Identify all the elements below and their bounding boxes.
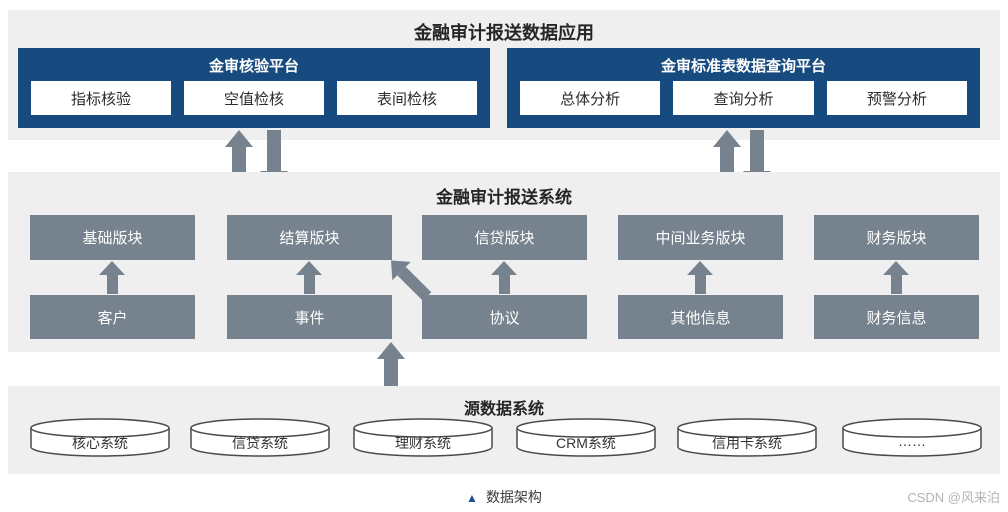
query-module-row: 总体分析 查询分析 预警分析 xyxy=(520,81,967,115)
database-cylinder-wealth: 理财系统 xyxy=(353,417,493,459)
arrow-shaft xyxy=(303,275,315,294)
module-box-settlement: 结算版块 xyxy=(227,215,392,260)
data-box-event: 事件 xyxy=(227,295,392,339)
source-data-title: 源数据系统 xyxy=(463,401,544,418)
arrow-shaft xyxy=(750,130,764,171)
arrow-shaft xyxy=(106,275,118,294)
cylinder-label: 信贷系统 xyxy=(232,435,288,451)
arrow-shaft xyxy=(498,275,510,294)
arrow-head xyxy=(296,261,322,275)
query-platform-panel: 金审标准表数据查询平台 总体分析 查询分析 预警分析 xyxy=(507,48,980,128)
arrow-head xyxy=(377,342,405,359)
module-box-intermediate: 中间业务版块 xyxy=(618,215,783,260)
arrow-head xyxy=(713,130,741,147)
module-chip-indicator-check: 指标核验 xyxy=(31,81,171,115)
arrow-head xyxy=(225,130,253,147)
diagram-caption: ▲ 数据架构 xyxy=(0,487,1008,507)
cylinder-icon xyxy=(516,418,656,457)
cylinder-label: 核心系统 xyxy=(72,435,128,451)
module-box-credit: 信贷版块 xyxy=(422,215,587,260)
arrow-shaft xyxy=(267,130,281,171)
application-layer-title: 金融审计报送数据应用 xyxy=(414,23,594,43)
arrow-shaft xyxy=(694,275,706,294)
up-arrow xyxy=(491,261,517,294)
module-box-finance: 财务版块 xyxy=(814,215,979,260)
arrow-shaft xyxy=(890,275,902,294)
database-cylinder-core: 核心系统 xyxy=(30,417,170,459)
arrow-head xyxy=(883,261,909,275)
arrow-head xyxy=(687,261,713,275)
cylinder-icon xyxy=(30,418,170,457)
data-box-other: 其他信息 xyxy=(618,295,783,339)
cylinder-label: 信用卡系统 xyxy=(712,435,782,451)
source-data-section: 源数据系统 核心系统 信贷系统 理财系统 xyxy=(8,386,1000,474)
data-box-customer: 客户 xyxy=(30,295,195,339)
verification-platform-panel: 金审核验平台 指标核验 空值检核 表间检核 xyxy=(18,48,490,128)
arrow-head xyxy=(491,261,517,275)
cylinder-icon xyxy=(677,418,817,457)
application-layer-section: 金融审计报送数据应用 金审核验平台 指标核验 空值检核 表间检核 金审标准表数据… xyxy=(8,10,1000,140)
module-box-basic: 基础版块 xyxy=(30,215,195,260)
cylinder-label: 理财系统 xyxy=(395,435,451,451)
reporting-system-title: 金融审计报送系统 xyxy=(436,188,572,207)
watermark: CSDN @风来泊 xyxy=(907,490,1000,505)
cylinder-icon xyxy=(353,418,493,457)
up-arrow xyxy=(883,261,909,294)
data-box-agreement: 协议 xyxy=(422,295,587,339)
cylinder-icon xyxy=(190,418,330,457)
caption-text: 数据架构 xyxy=(485,489,542,505)
query-platform-title: 金审标准表数据查询平台 xyxy=(660,58,826,75)
arrow-head xyxy=(99,261,125,275)
cylinder-icon xyxy=(842,418,982,457)
data-box-financial: 财务信息 xyxy=(814,295,979,339)
module-chip-query-analysis: 查询分析 xyxy=(673,81,814,115)
verification-module-row: 指标核验 空值检核 表间检核 xyxy=(31,81,477,115)
triangle-marker-icon: ▲ xyxy=(466,491,478,505)
up-arrow xyxy=(296,261,322,294)
module-chip-warning-analysis: 预警分析 xyxy=(826,81,967,115)
verification-platform-title: 金审核验平台 xyxy=(208,58,299,75)
cylinder-label: …… xyxy=(898,433,926,449)
module-chip-overall-analysis: 总体分析 xyxy=(520,81,661,115)
database-cylinder-creditcard: 信用卡系统 xyxy=(677,417,817,459)
database-cylinder-credit: 信贷系统 xyxy=(190,417,330,459)
reporting-system-section: 金融审计报送系统 基础版块 结算版块 信贷版块 中间业务版块 财务版块 客户 事… xyxy=(8,172,1000,352)
cylinder-label: CRM系统 xyxy=(556,435,616,451)
database-cylinder-crm: CRM系统 xyxy=(516,417,656,459)
up-arrow xyxy=(99,261,125,294)
database-cylinder-others: …… xyxy=(842,417,982,459)
up-arrow xyxy=(687,261,713,294)
module-chip-null-check: 空值检核 xyxy=(184,81,324,115)
module-chip-crosstable-check: 表间检核 xyxy=(337,81,477,115)
